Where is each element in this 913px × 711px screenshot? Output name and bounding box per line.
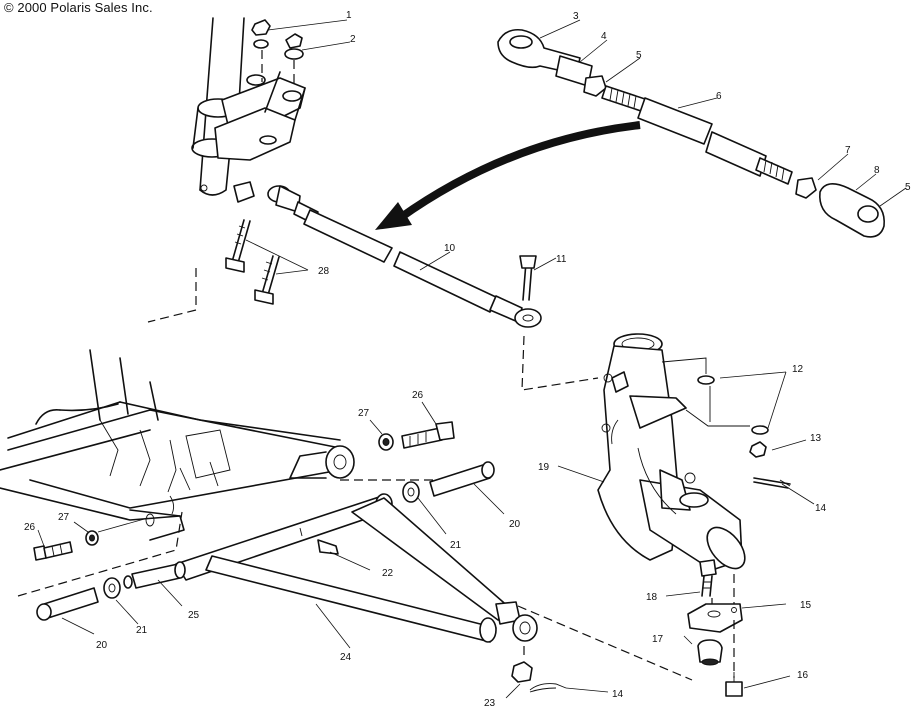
knuckle-fasteners — [661, 357, 815, 505]
callout-20-upper: 20 — [509, 519, 521, 530]
callout-19: 19 — [538, 462, 550, 473]
callout-15: 15 — [800, 600, 812, 611]
callout-14-right: 14 — [815, 503, 827, 514]
callout-16: 16 — [797, 670, 809, 681]
callout-23: 23 — [484, 698, 496, 709]
callout-21-upper: 21 — [450, 540, 462, 551]
callout-1: 1 — [346, 10, 352, 21]
leaders-top — [267, 19, 907, 483]
nut-washer-stack — [251, 19, 304, 88]
callout-25: 25 — [188, 610, 200, 621]
callout-labels: 1 2 3 4 5 6 7 8 5 10 11 28 12 13 14 19 2… — [24, 10, 911, 709]
callout-5-right: 5 — [905, 182, 911, 193]
callout-27-lower: 27 — [58, 512, 70, 523]
steering-knuckle — [597, 333, 746, 571]
callout-28: 28 — [318, 266, 330, 277]
callout-17: 17 — [652, 634, 664, 645]
steering-post-assembly — [191, 17, 306, 196]
callout-7: 7 — [845, 145, 851, 156]
a-arm — [175, 493, 538, 649]
copyright-notice: © 2000 Polaris Sales Inc. — [4, 0, 153, 15]
callout-3: 3 — [573, 11, 579, 22]
callout-14-lower: 14 — [612, 689, 624, 700]
tie-rod-exploded — [497, 28, 885, 238]
callout-26-upper: 26 — [412, 390, 424, 401]
callout-24: 24 — [340, 652, 352, 663]
vehicle-frame — [0, 349, 355, 541]
callout-20-lower: 20 — [96, 640, 108, 651]
callout-26-lower: 26 — [24, 522, 36, 533]
callout-4: 4 — [601, 31, 607, 42]
callout-21-lower: 21 — [136, 625, 148, 636]
callout-10: 10 — [444, 243, 456, 254]
callout-8: 8 — [874, 165, 880, 176]
callout-5-upper: 5 — [636, 50, 642, 61]
pivot-hardware-upper — [402, 461, 505, 535]
tie-rod-inner-end — [233, 181, 319, 225]
callout-27-upper: 27 — [358, 408, 370, 419]
callout-2: 2 — [350, 34, 356, 45]
castle-nut-cotter — [505, 661, 609, 699]
tie-rod — [303, 209, 599, 391]
callout-12: 12 — [792, 364, 804, 375]
callout-6: 6 — [716, 91, 722, 102]
bolts — [225, 219, 309, 305]
callout-11: 11 — [556, 254, 567, 265]
callout-22: 22 — [382, 568, 394, 579]
bolt-lower — [33, 517, 149, 561]
ball-joint-parts — [665, 559, 791, 697]
pivot-hardware-lower — [36, 561, 186, 635]
callout-13: 13 — [810, 433, 822, 444]
callout-18: 18 — [646, 592, 658, 603]
direction-arrow — [375, 121, 641, 230]
bolt-upper — [369, 401, 455, 451]
